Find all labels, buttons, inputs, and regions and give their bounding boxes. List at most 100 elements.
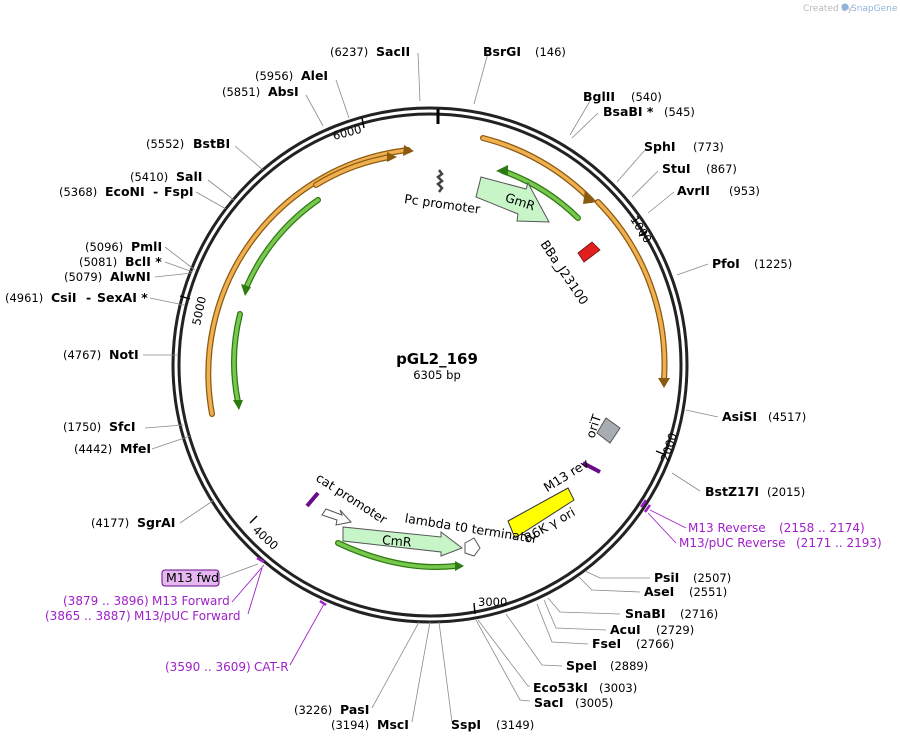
primer-name-cat-r: CAT-R	[254, 660, 289, 674]
m13-reverse-marker	[639, 499, 648, 508]
tick-mark-1000	[638, 230, 648, 237]
enzyme-name-bcli: BclI *	[125, 254, 162, 269]
enzyme-name-eco53ki: Eco53kI	[533, 680, 588, 695]
enzyme-pos-sacii: (6237)	[330, 45, 368, 59]
leader-bstz17i	[671, 472, 701, 492]
leader-absi	[305, 94, 324, 127]
leader-fsei	[536, 603, 589, 645]
cat-promoter-label: cat promoter	[313, 470, 390, 527]
enzyme-name-sexai: SexAI *	[97, 290, 148, 305]
orange-arc-2	[596, 200, 667, 382]
tick-label-5000: 5000	[189, 295, 209, 327]
leader-acui	[543, 599, 607, 631]
cmr-feature: CmR	[342, 526, 464, 557]
enzyme-pos-bsabi: (545)	[664, 105, 695, 119]
plasmid-length: 6305 bp	[413, 368, 461, 382]
orange-arc-3	[206, 148, 410, 416]
leader-bstbi	[234, 145, 264, 171]
leader-m13-reverse	[649, 509, 687, 529]
enzyme-pos-asei: (2551)	[689, 585, 727, 599]
cat-promoter-feature: cat promoter	[305, 470, 391, 527]
enzyme-pos-csii: (4961)	[5, 291, 43, 305]
gmr-feature: GmR	[475, 176, 550, 223]
enzyme-pos-sgrai: (4177)	[91, 516, 129, 530]
leader-m13-puc-reverse	[647, 512, 677, 544]
enzyme-name-bsabi: BsaBI *	[603, 104, 654, 119]
green-arrowhead-3	[233, 400, 243, 410]
cat-r-marker	[319, 599, 327, 607]
enzyme-name-sali: SalI	[176, 169, 202, 184]
orit-block	[596, 417, 621, 444]
leader-sspi	[438, 621, 453, 723]
snapgene-brand: SnapGene	[851, 4, 898, 14]
green-arrowhead-4	[455, 561, 464, 571]
tick-label-4000: 4000	[250, 523, 281, 553]
enzyme-pos-pasi: (3226)	[294, 703, 332, 717]
primer-range-m13-puc-reverse: (2171 .. 2193)	[796, 536, 882, 550]
enzyme-name-sspi: SspI	[451, 717, 481, 732]
lambda-terminator-icon	[464, 537, 481, 557]
leader-bcli	[164, 261, 194, 273]
green-arrowhead-2	[241, 284, 251, 296]
enzyme-pos-bsrgi: (146)	[535, 45, 566, 59]
tick-mark-6000	[361, 117, 365, 129]
cat-promoter-icon	[321, 508, 352, 526]
cat-r-primer-arrow	[305, 491, 320, 508]
leader-psii	[584, 570, 650, 579]
orange-arc-3-border	[205, 147, 411, 417]
enzyme-separator-econi: -	[153, 184, 158, 199]
enzyme-pos-saci: (3005)	[575, 696, 613, 710]
enzyme-pos-econi: (5368)	[59, 185, 97, 199]
leader-csii	[149, 297, 185, 306]
pc-promoter-feature: Pc promoter	[403, 169, 482, 217]
enzyme-pos-spei: (2889)	[610, 659, 648, 673]
leader-bsrgi	[473, 52, 489, 105]
leader-sacii	[417, 52, 421, 102]
orit-label: oriT	[583, 412, 605, 440]
m13-fwd-label: M13 fwd	[166, 570, 219, 585]
snapgene-credit: Created by SnapGene	[803, 3, 898, 14]
enzyme-name-noti: NotI	[109, 347, 139, 362]
enzyme-name-sfci: AsiSI	[722, 409, 757, 424]
primer-name-m13-puc-forward: M13/pUC Forward	[134, 609, 241, 623]
enzyme-pos-acui: (2729)	[656, 623, 694, 637]
leader-sphi	[616, 149, 646, 183]
leader-bglii	[569, 100, 591, 136]
enzyme-pos-bglii: (540)	[631, 90, 662, 104]
enzyme-pos-noti: (4767)	[63, 348, 101, 362]
enzyme-name-acui: AcuI	[610, 622, 641, 637]
enzyme-name-stui: StuI	[662, 161, 691, 176]
primer-range-cat-r: (3590 .. 3609)	[165, 660, 251, 674]
tick-mark-3000	[473, 602, 476, 615]
r6k-block	[507, 487, 575, 539]
bba-promoter-icon	[577, 241, 601, 263]
leader-sali	[207, 179, 235, 201]
enzyme-pos-bstbi: (5552)	[146, 137, 184, 151]
pc-promoter-icon	[436, 169, 444, 193]
green-arc-2	[244, 198, 320, 290]
leader-asisi	[144, 424, 184, 429]
enzyme-name-bsrgi: BsrGI	[483, 44, 521, 59]
m13-forward-marker	[256, 556, 265, 564]
enzyme-pos-alei: (5956)	[255, 69, 293, 83]
enzyme-labels: (6237) SacII BsrGI (146) (5956) AleI (58…	[5, 44, 806, 732]
leader-asei	[577, 575, 641, 593]
tick-mark-2000	[655, 450, 667, 456]
leader-mfei	[151, 435, 191, 450]
primer-range-m13-reverse: (2158 .. 2174)	[779, 521, 865, 535]
pc-promoter-label: Pc promoter	[403, 191, 482, 217]
primer-name-m13-forward: M13 Forward	[152, 594, 230, 608]
leader-eco53ki	[477, 619, 530, 687]
green-arc-1	[501, 169, 580, 220]
tick-label-2000: 2000	[658, 431, 680, 463]
primer-labels: M13 Reverse (2158 .. 2174) M13/pUC Rever…	[45, 521, 882, 674]
enzyme-pos-avrii: (953)	[729, 184, 760, 198]
leader-spei	[505, 613, 563, 667]
enzyme-name-psii: PsiI	[654, 570, 679, 585]
enzyme-name-bglii: BglII	[583, 89, 615, 104]
tick-mark-5000	[179, 295, 191, 300]
leader-msci	[411, 621, 431, 723]
enzyme-name-bstz17i: BstZ17I	[705, 484, 759, 499]
enzyme-name-mfei: MfeI	[120, 441, 151, 456]
enzyme-leader-lines	[143, 52, 719, 723]
